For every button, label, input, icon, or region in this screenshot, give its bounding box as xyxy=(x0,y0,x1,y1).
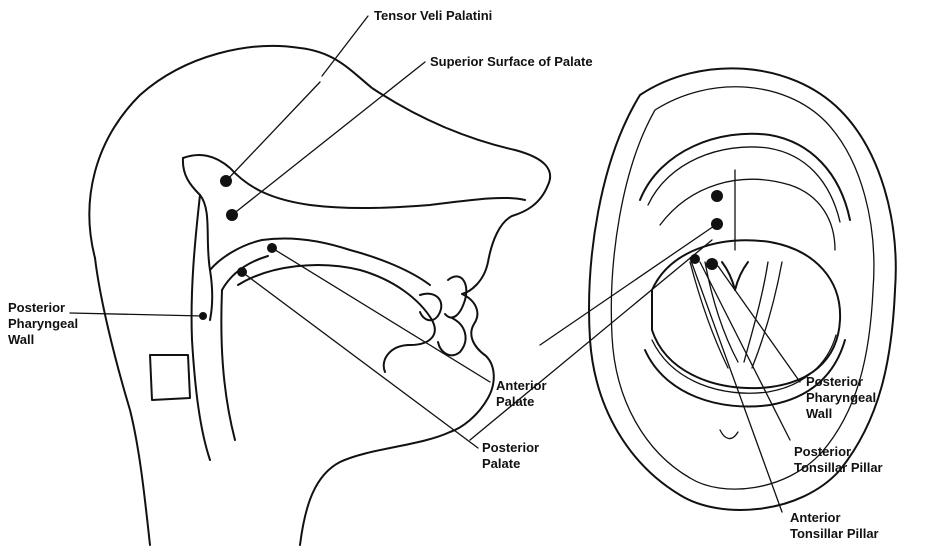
leader-posterior-palate-sagittal xyxy=(242,272,478,448)
label-posterior-palate-line2: Palate xyxy=(482,456,520,471)
label-anterior-palate-line2: Palate xyxy=(496,394,534,409)
oral-opening xyxy=(652,240,840,388)
neck-back-outline xyxy=(95,258,150,545)
label-ppw-right-line2: Pharyngeal xyxy=(806,390,876,405)
leader-ppw-left xyxy=(70,313,203,316)
label-superior-surface-palate: Superior Surface of Palate xyxy=(430,54,593,69)
label-ppw-right-line1: Posterior xyxy=(806,374,863,389)
nasal-cavity-outline xyxy=(183,155,525,208)
larynx-block xyxy=(150,355,190,400)
label-ppw-left-line1: Posterior xyxy=(8,300,65,315)
dot-anterior-palate-oral xyxy=(711,190,723,202)
label-ppw-right-line3: Wall xyxy=(806,406,832,421)
label-atp-line2: Tonsillar Pillar xyxy=(790,526,879,541)
pharynx-upper-wall xyxy=(183,158,212,320)
label-ppw-left-line2: Pharyngeal xyxy=(8,316,78,331)
tonsillar-pillars-right xyxy=(744,262,782,368)
label-anterior-palate-line1: Anterior xyxy=(496,378,547,393)
upper-teeth-row xyxy=(648,147,840,222)
label-posterior-palate-line1: Posterior xyxy=(482,440,539,455)
tongue xyxy=(238,265,435,372)
leader-ppw-right xyxy=(718,266,800,382)
label-ptp-line1: Posterior xyxy=(794,444,851,459)
leader-superior xyxy=(232,62,425,215)
dot-posterior-pharyngeal-wall-oral xyxy=(706,258,718,270)
label-atp-line1: Anterior xyxy=(790,510,841,525)
uvula xyxy=(722,262,748,290)
label-ptp-line2: Tonsillar Pillar xyxy=(794,460,883,475)
pharyngeal-wall-anterior xyxy=(221,290,235,440)
leader-anterior-palate-oral xyxy=(540,224,717,345)
upper-teeth xyxy=(445,276,466,317)
label-ppw-left-line3: Wall xyxy=(8,332,34,347)
label-tensor-veli-palatini: Tensor Veli Palatini xyxy=(374,8,492,23)
chin-mark xyxy=(720,430,738,439)
leader-tensor-2 xyxy=(226,82,320,181)
lower-lip xyxy=(438,318,466,355)
